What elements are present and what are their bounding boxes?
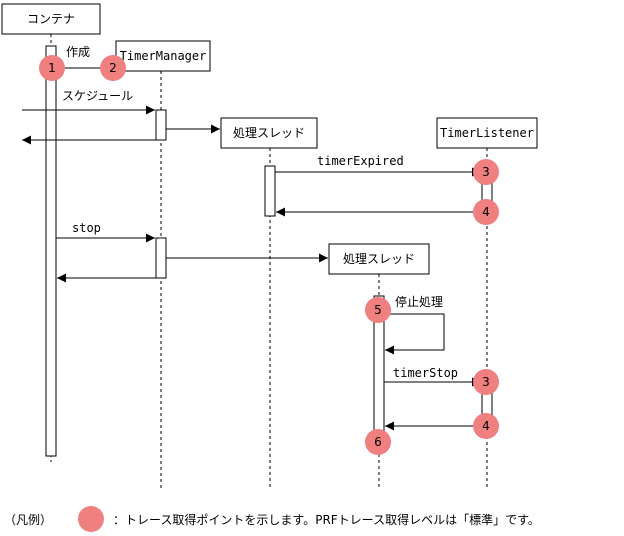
- participant-timer-listener-label: TimerListener: [440, 126, 534, 140]
- participant-timer-manager-label: TimerManager: [120, 49, 207, 63]
- participant-timer-listener: TimerListener: [436, 117, 538, 149]
- trace-point-3b: 3: [473, 369, 499, 395]
- legend-trace-point-icon: [78, 506, 104, 532]
- legend: （凡例） ：トレース取得ポイントを示します。PRFトレース取得レベルは「標準」で…: [4, 506, 540, 532]
- legend-text: ：トレース取得ポイントを示します。PRFトレース取得レベルは「標準」です。: [113, 512, 540, 527]
- trace-point-6: 6: [365, 429, 391, 455]
- trace-point-4a: 4: [473, 199, 499, 225]
- trace-point-5-label: 5: [374, 303, 382, 317]
- participant-thread-1: 処理スレッド: [220, 117, 318, 149]
- trace-point-4b-label: 4: [482, 419, 490, 433]
- trace-point-3a: 3: [473, 159, 499, 185]
- message-schedule-label: スケジュール: [62, 89, 133, 103]
- trace-point-4b: 4: [473, 413, 499, 439]
- trace-point-3b-label: 3: [482, 375, 490, 389]
- trace-point-3a-label: 3: [482, 165, 490, 179]
- activation-timer-manager-2: [155, 237, 167, 279]
- message-stop-processing-label: 停止処理: [395, 294, 443, 309]
- message-stop-label: stop: [72, 221, 101, 235]
- message-timer-stop-label: timerStop: [393, 366, 458, 380]
- message-stop-processing-arrow: [384, 313, 445, 355]
- trace-point-5: 5: [365, 297, 391, 323]
- legend-prefix: （凡例）: [4, 513, 52, 527]
- activation-timer-manager-1: [155, 109, 167, 141]
- activation-thread-1: [264, 165, 276, 217]
- trace-point-1-label: 1: [48, 61, 56, 75]
- participant-thread-2: 処理スレッド: [328, 243, 430, 275]
- trace-point-2: 2: [100, 55, 126, 81]
- trace-point-1: 1: [39, 55, 65, 81]
- participant-thread-2-label: 処理スレッド: [343, 252, 415, 266]
- participant-container-label: コンテナ: [27, 12, 75, 26]
- trace-point-6-label: 6: [374, 435, 382, 449]
- trace-point-2-label: 2: [109, 61, 117, 75]
- participant-timer-manager: TimerManager: [115, 40, 211, 72]
- trace-point-4a-label: 4: [482, 205, 490, 219]
- participant-thread-1-label: 処理スレッド: [233, 126, 305, 140]
- participant-container: コンテナ: [1, 3, 101, 35]
- message-timer-expired-label: timerExpired: [317, 154, 404, 168]
- message-create-label: 作成: [66, 45, 90, 59]
- activation-container: [45, 45, 57, 457]
